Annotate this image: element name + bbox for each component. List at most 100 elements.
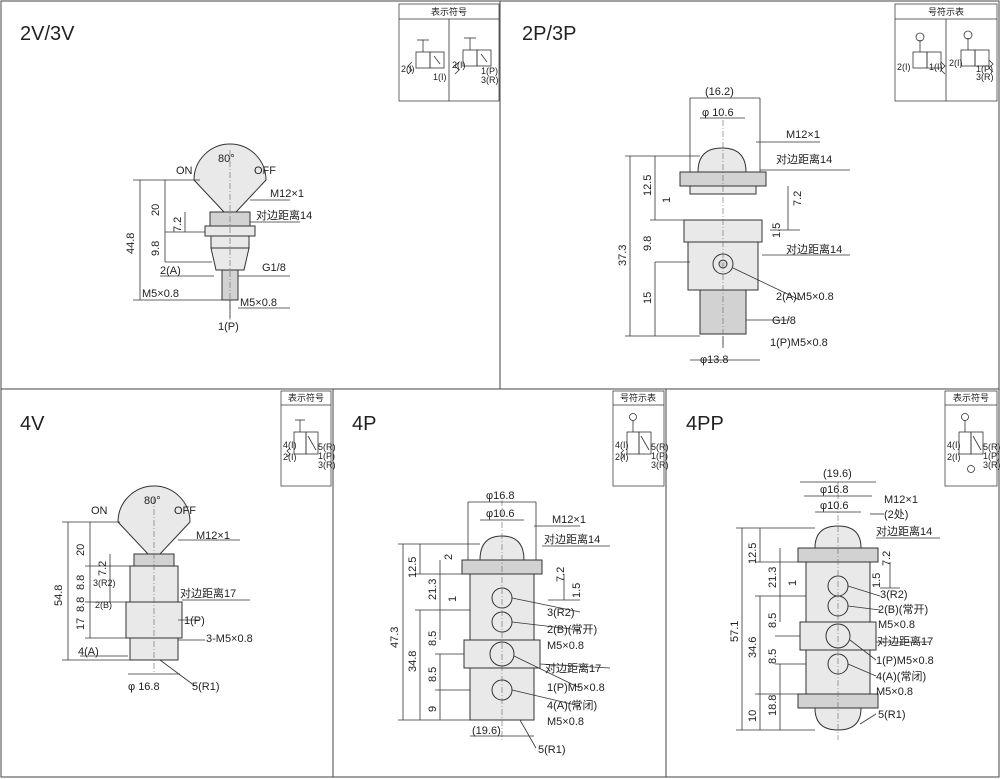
dim-dia-16-8: φ16.8: [486, 490, 515, 502]
port-label: 2(I): [947, 452, 961, 462]
callout-m5-a: M5×0.8: [547, 640, 584, 652]
dim-1: 1: [787, 580, 799, 586]
symbol-box: 表示符号 2(I) 1(I) 2(I) 1(P) 3(R): [398, 3, 500, 102]
callout-width-across-flats: 对边距离14: [256, 208, 312, 222]
dim-12-5: 12.5: [642, 175, 654, 196]
port-label: 1(P): [983, 451, 1000, 461]
dim-19-6: (19.6): [472, 725, 501, 737]
port-label: 1(P): [976, 64, 993, 74]
callout-1p: 1(P)M5×0.8: [876, 655, 934, 667]
dim-7-2: 7.2: [97, 561, 109, 576]
port-label: 3(R): [481, 75, 499, 85]
dim-1: 1: [661, 197, 673, 203]
symbol-box: 号符示表 2(I) 1(I) 2(I) 1(P) 3(R): [894, 3, 998, 102]
off-label: OFF: [174, 505, 196, 517]
callout-5r1: 5(R1): [878, 709, 906, 721]
callout-width-across-flats-2: 对边距离14: [786, 242, 842, 256]
port-1p-label: 1(P): [218, 321, 239, 333]
dim-2: 2: [443, 554, 455, 560]
on-label: ON: [91, 505, 108, 517]
port-label: 2(I): [401, 64, 415, 74]
port-label: 5(R): [651, 442, 669, 452]
callout-m12: M12×1: [270, 188, 304, 200]
body-lower: [210, 247, 250, 271]
symbol-header: 号符示表: [620, 392, 656, 403]
dim-7-2: 7.2: [881, 551, 893, 566]
dim-dia-10-6: φ 10.6: [702, 107, 734, 119]
dim-57-1: 57.1: [729, 621, 741, 642]
port-label: 3(R): [983, 460, 1000, 470]
port-label: 1(I): [433, 72, 447, 82]
callout-width-across-flats: 对边距离14: [876, 524, 932, 538]
callout-m12: M12×1: [196, 530, 230, 542]
lever-handle: [193, 143, 267, 213]
callout-5r1: 5(R1): [192, 681, 220, 693]
push-button: [697, 147, 747, 173]
callout-m12: M12×1: [786, 129, 820, 141]
panel-2p3p: 2P/3P 号符示表 2(I) 1(I) 2(I): [522, 3, 998, 366]
dim-1-5: 1.5: [771, 223, 783, 238]
dim-dia-16-8: φ 16.8: [128, 681, 160, 693]
callout-3r2: 3(R2): [880, 589, 908, 601]
port-label: 3(R): [651, 460, 669, 470]
valve-drawing-4p: [398, 500, 611, 749]
callout-1p: 1(P)M5×0.8: [547, 682, 605, 694]
callout-5r1: 5(R1): [538, 744, 566, 756]
port-2a-label: 2(A): [160, 265, 181, 277]
dim-34-8: 34.8: [407, 651, 419, 672]
port-label: 2(I): [283, 452, 297, 462]
callout-m5-b: M5×0.8: [547, 716, 584, 728]
valve-symbol-3port-icon: [960, 30, 994, 73]
callout-m5-right: M5×0.8: [240, 297, 277, 309]
valve-symbol-4port-icon: [286, 419, 319, 458]
callout-g18: G1/8: [262, 262, 286, 274]
angle-label: 80°: [218, 153, 235, 165]
port-label: 1(P): [481, 66, 498, 76]
valve-drawing-4v: [62, 485, 250, 687]
dim-44-8: 44.8: [125, 233, 137, 254]
dim-12-5: 12.5: [407, 557, 419, 578]
callout-4a: 4(A)(常闭): [547, 699, 597, 712]
dim-1-5: 1.5: [871, 573, 883, 588]
dim-10: 10: [747, 710, 759, 722]
dim-1: 1: [447, 596, 459, 602]
port-label: 5(R): [983, 442, 1000, 452]
panel-title: 2V/3V: [20, 23, 75, 45]
callout-1p: 1(P): [184, 615, 205, 627]
valve-symbol-4port-icon: [620, 413, 652, 460]
dim-12-5: 12.5: [747, 543, 759, 564]
callout-2-places: (2处): [884, 508, 908, 521]
port-label: 1(P): [318, 451, 335, 461]
callout-1p: 1(P)M5×0.8: [770, 337, 828, 349]
dim-47-3: 47.3: [389, 627, 401, 648]
port-label: 2(I): [615, 452, 629, 462]
symbol-box: 表示符号 4(I) 2(I) 5(R) 1(P) 3(R): [944, 390, 1000, 487]
callout-m5-left: M5×0.8: [142, 288, 179, 300]
dim-17: 17: [75, 618, 87, 630]
callout-3-m5: 3-M5×0.8: [206, 633, 253, 645]
port-label: 3(R): [976, 72, 994, 82]
symbol-header: 号符示表: [928, 6, 964, 17]
port-label: 5(R): [318, 442, 336, 452]
dim-21-3: 21.3: [427, 579, 439, 600]
dim-19-6: (19.6): [823, 468, 852, 480]
callout-width-across-flats: 对边距离14: [544, 532, 600, 546]
panel-title: 4PP: [686, 413, 724, 435]
port-label: 4(I): [615, 440, 629, 450]
dim-7-2: 7.2: [555, 567, 567, 582]
dim-7-2: 7.2: [172, 217, 184, 232]
dim-8-8-bottom: 8.8: [75, 597, 87, 612]
callout-m12: M12×1: [884, 494, 918, 506]
port-label: 2(I): [452, 60, 466, 70]
dim-9-8: 9.8: [642, 236, 654, 251]
dim-20: 20: [150, 204, 162, 216]
dim-1-5: 1.5: [571, 583, 583, 598]
callout-m5-b: M5×0.8: [876, 686, 913, 698]
dim-54-8: 54.8: [53, 585, 65, 606]
dim-dia-10-6: φ10.6: [486, 508, 515, 520]
port-label: 1(I): [929, 62, 943, 72]
dim-8-5-top: 8.5: [427, 631, 439, 646]
symbol-header: 表示符号: [431, 6, 467, 17]
dim-9-8: 9.8: [150, 241, 162, 256]
dim-8-5-top: 8.5: [767, 613, 779, 628]
